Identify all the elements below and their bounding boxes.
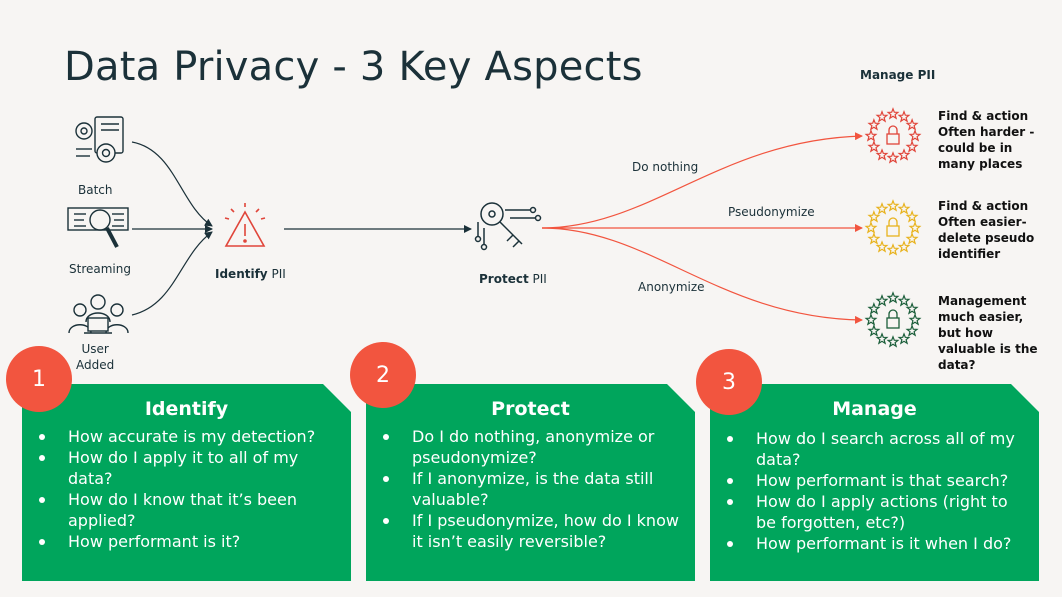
star-icon xyxy=(908,221,922,234)
star-icon xyxy=(886,107,900,120)
step-badge-2: 2 xyxy=(350,342,416,408)
list-item: How do I apply actions (right to be forg… xyxy=(756,491,1039,533)
edge-user-identify xyxy=(131,231,213,316)
list-item: Do I do nothing, anonymize or pseudonymi… xyxy=(412,426,695,468)
star-icon xyxy=(905,210,919,223)
lock-shackle xyxy=(888,309,898,318)
star-icon xyxy=(897,201,911,215)
star-icon xyxy=(905,232,919,245)
card-manage: Manage How do I search across all of my … xyxy=(710,384,1039,581)
star-icon xyxy=(886,335,900,348)
star-icon xyxy=(875,201,889,215)
star-icon xyxy=(864,129,878,142)
star-icon xyxy=(897,293,911,307)
manage-header: Manage PII xyxy=(860,68,936,82)
card-identify: Identify How accurate is my detection? H… xyxy=(22,384,351,581)
card-title: Protect xyxy=(491,398,570,420)
list-item: If I anonymize, is the data still valuab… xyxy=(412,468,695,510)
lock-shackle xyxy=(888,125,898,134)
star-icon xyxy=(875,109,889,123)
lock-icon xyxy=(886,225,900,237)
result-do-nothing: Find & action Often harder - could be in… xyxy=(938,109,1035,171)
star-lock-icon-red xyxy=(864,107,922,164)
star-icon xyxy=(867,118,881,131)
star-icon xyxy=(864,313,878,326)
star-icon xyxy=(897,109,911,123)
star-icon xyxy=(875,293,889,307)
key-circuit-icon xyxy=(474,202,542,251)
star-icon xyxy=(875,240,889,253)
branch-label-pseudonymize: Pseudonymize xyxy=(728,205,815,219)
star-icon xyxy=(875,332,889,345)
lock-shackle xyxy=(888,217,898,226)
list-item: How do I search across all of my data? xyxy=(756,428,1039,470)
star-icon xyxy=(886,151,900,164)
source-label-user-added: User Added xyxy=(76,342,115,372)
star-icon xyxy=(867,210,881,223)
data-magnifier-icon xyxy=(67,207,129,248)
list-item: How performant is it when I do? xyxy=(756,533,1039,554)
star-icon xyxy=(897,240,911,253)
star-icon xyxy=(905,140,919,153)
star-icon xyxy=(908,129,922,142)
star-lock-icon-yellow xyxy=(864,199,922,256)
star-icon xyxy=(867,324,881,337)
branch-label-anonymize: Anonymize xyxy=(638,280,705,294)
gears-document-icon xyxy=(75,116,124,163)
star-icon xyxy=(905,118,919,131)
star-icon xyxy=(905,302,919,315)
card-bullets: How accurate is my detection? How do I a… xyxy=(22,426,351,552)
result-anonymize: Management much easier, but how valuable… xyxy=(938,294,1038,372)
list-item: How do I apply it to all of my data? xyxy=(68,447,351,489)
star-icon xyxy=(897,148,911,161)
star-icon xyxy=(867,302,881,315)
star-icon xyxy=(886,243,900,256)
card-title: Identify xyxy=(144,398,229,420)
list-item: If I pseudonymize, how do I know it isn’… xyxy=(412,510,695,552)
lock-icon xyxy=(886,133,900,145)
step-badge-3: 3 xyxy=(696,349,762,415)
card-bullets: Do I do nothing, anonymize or pseudonymi… xyxy=(366,426,695,552)
star-icon xyxy=(867,232,881,245)
card-title: Manage xyxy=(832,398,917,420)
card-protect: Protect Do I do nothing, anonymize or ps… xyxy=(366,384,695,581)
list-item: How accurate is my detection? xyxy=(68,426,351,447)
users-laptop-icon xyxy=(68,294,129,334)
warning-triangle-icon xyxy=(224,203,266,247)
list-item: How performant is that search? xyxy=(756,470,1039,491)
star-icon xyxy=(864,221,878,234)
identify-node-label: Identify PII xyxy=(215,267,286,281)
edge-batch-identify xyxy=(131,141,213,227)
result-pseudonymize: Find & action Often easier- delete pseud… xyxy=(938,199,1035,261)
branch-label-do-nothing: Do nothing xyxy=(632,160,699,174)
step-badge-1: 1 xyxy=(6,346,72,412)
star-icon xyxy=(905,324,919,337)
star-icon xyxy=(886,291,900,304)
lock-icon xyxy=(886,317,900,329)
source-label-batch: Batch xyxy=(78,183,113,197)
list-item: How performant is it? xyxy=(68,531,351,552)
star-icon xyxy=(908,313,922,326)
edge-do-nothing xyxy=(541,132,863,229)
protect-node-label: Protect PII xyxy=(479,272,547,286)
star-icon xyxy=(897,332,911,345)
star-icon xyxy=(886,199,900,212)
edge-anonymize xyxy=(541,227,863,324)
star-lock-icon-green xyxy=(864,291,922,348)
card-bullets: How do I search across all of my data? H… xyxy=(710,428,1039,554)
page-title: Data Privacy - 3 Key Aspects xyxy=(64,44,643,90)
star-icon xyxy=(867,140,881,153)
source-label-streaming: Streaming xyxy=(69,262,131,276)
star-icon xyxy=(875,148,889,161)
list-item: How do I know that it’s been applied? xyxy=(68,489,351,531)
